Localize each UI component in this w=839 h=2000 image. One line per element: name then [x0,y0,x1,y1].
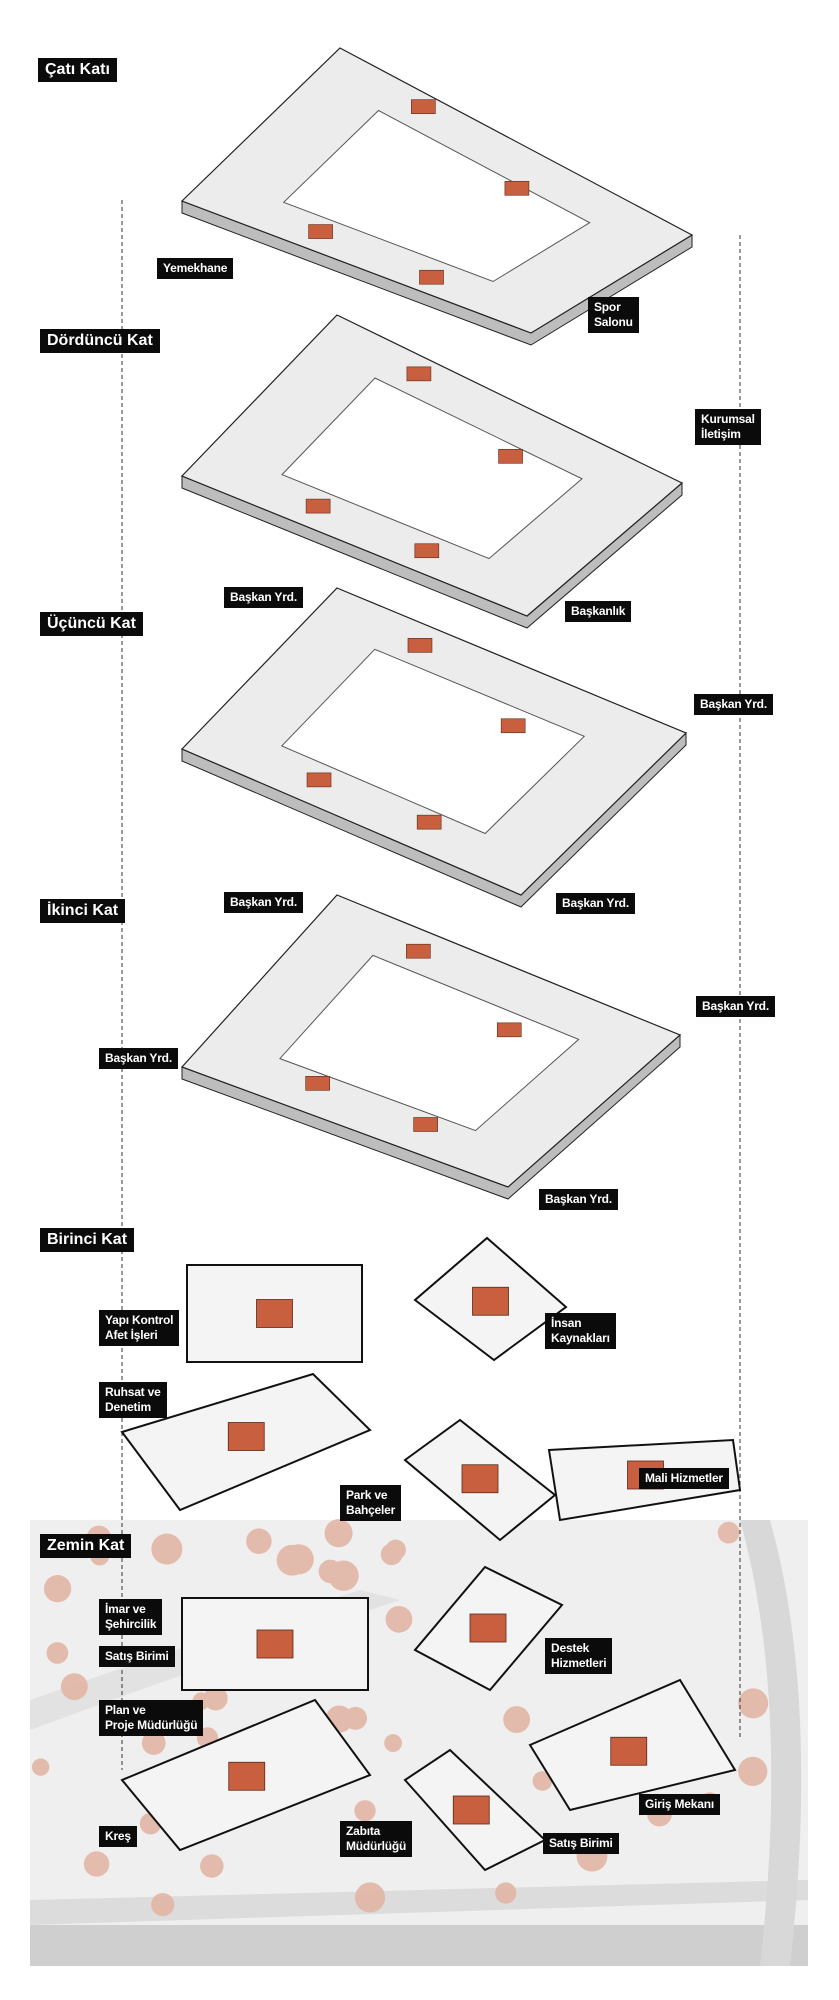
office-core [461,1464,499,1494]
tree [738,1756,768,1786]
floor-heading-third: Üçüncü Kat [40,612,143,636]
tree [200,1854,224,1878]
office-core [305,498,331,514]
office-core [411,99,436,114]
tree [384,1734,403,1753]
label-spor-salonu: Spor Salonu [588,297,639,333]
office-core [413,1117,438,1132]
label-destek-hizmetleri: Destek Hizmetleri [545,1638,613,1674]
office-core [419,269,444,285]
office-core [469,1613,507,1643]
tree [495,1882,517,1904]
label-insan-kaynaklari: İnsan Kaynakları [545,1313,616,1349]
label-imar-sehircilik: İmar ve Şehircilik [99,1599,163,1635]
tree [151,1533,183,1565]
office-core [472,1286,509,1316]
label-baskan-yrd: Başkan Yrd. [224,587,303,608]
label-baskan-yrd: Başkan Yrd. [556,893,635,914]
tree [532,1771,553,1791]
floor-heading-roof: Çatı Katı [38,58,117,82]
office-core [305,1076,330,1091]
floor-heading-ground: Zemin Kat [40,1534,132,1558]
floor-heading-first: Birinci Kat [40,1228,135,1252]
office-core [227,1422,265,1451]
tree [354,1882,386,1913]
label-zabita: Zabıta Müdürlüğü [340,1821,413,1857]
tree [717,1521,740,1544]
label-yapi-kontrol: Yapı Kontrol Afet İşleri [99,1310,180,1346]
office-core [414,543,440,559]
tree [60,1673,88,1701]
office-core [610,1736,648,1766]
label-plan-proje: Plan ve Proje Müdürlüğü [99,1700,204,1736]
tree [328,1560,359,1591]
tree [324,1519,353,1548]
office-core [500,718,526,734]
office-core [256,1299,293,1328]
tree [503,1706,531,1733]
tree [151,1892,175,1917]
label-kres: Kreş [99,1826,137,1847]
office-core [308,224,333,239]
third-floor-plate-courtyard [280,648,586,835]
office-core [306,772,332,788]
tree [738,1688,769,1719]
office-core [256,1629,294,1659]
office-core [228,1761,266,1791]
office-core [416,814,442,830]
floor-plates [180,47,694,1200]
label-baskan-yrd: Başkan Yrd. [539,1189,618,1210]
office-core [406,366,432,382]
office-core [496,1022,522,1038]
label-baskan-yrd: Başkan Yrd. [224,892,303,913]
tree [83,1851,110,1877]
label-satis-birimi: Satış Birimi [543,1833,619,1854]
tree [141,1731,166,1755]
label-baskan-yrd: Başkan Yrd. [99,1048,178,1069]
label-satis-birimi: Satış Birimi [99,1646,175,1667]
building-blocks [120,1236,742,1872]
label-giris-mekani: Giriş Mekanı [639,1794,720,1815]
tree [43,1575,72,1603]
tree [246,1528,272,1555]
label-ruhsat-denetim: Ruhsat ve Denetim [99,1382,167,1418]
label-park-bahceler: Park ve Bahçeler [340,1485,402,1521]
office-core [406,943,431,959]
office-core [504,180,530,196]
floor-heading-fourth: Dördüncü Kat [40,329,160,353]
office-core [452,1795,490,1825]
second-floor-plate-courtyard [279,954,580,1132]
tree [46,1642,69,1664]
label-baskan-yrd: Başkan Yrd. [696,996,775,1017]
tree [31,1758,50,1776]
tree [380,1543,403,1566]
office-core [498,448,523,464]
floor-heading-second: İkinci Kat [40,899,126,923]
fourth-floor-plate-courtyard [281,377,583,560]
tree [203,1686,228,1711]
tree [385,1605,413,1633]
label-mali-hizmetler: Mali Hizmetler [639,1468,729,1489]
office-core [407,638,433,653]
label-baskanlik: Başkanlık [565,601,632,622]
label-baskan-yrd: Başkan Yrd. [694,694,773,715]
tree [283,1544,314,1575]
label-kurumsal-iletisim: Kurumsal İletişim [695,409,761,445]
label-yemekhane: Yemekhane [157,258,234,279]
tree [354,1800,376,1822]
